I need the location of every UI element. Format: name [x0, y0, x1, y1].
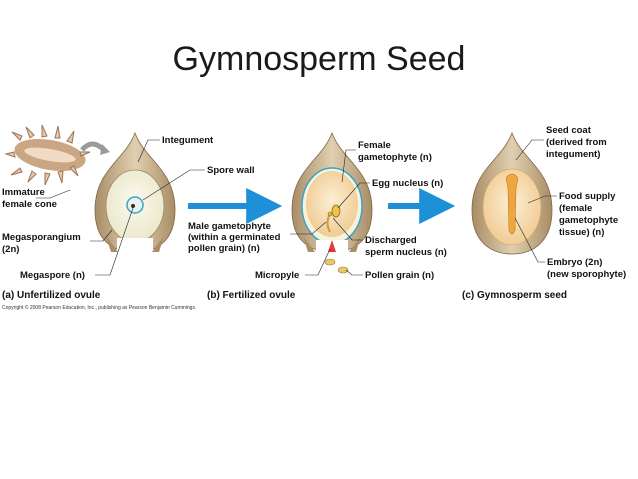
label-food-supply-1: Food supply [559, 191, 616, 202]
copyright-notice: Copyright © 2008 Pearson Education, Inc.… [2, 304, 196, 311]
label-female-gametophyte-1: Female [358, 140, 391, 151]
label-megasporangium-1: Megasporangium [2, 232, 81, 243]
label-immature-cone-2: female cone [2, 199, 57, 210]
label-embryo-1: Embryo (2n) [547, 257, 602, 268]
label-seed-coat-1: Seed coat [546, 125, 592, 136]
leader-lines [36, 139, 557, 276]
label-integument: Integument [162, 135, 214, 146]
label-discharged-2: sperm nucleus (n) [365, 247, 447, 258]
caption-a: (a) Unfertilized ovule [2, 290, 101, 301]
label-food-supply-4: tissue) (n) [559, 227, 604, 238]
label-male-gametophyte-3: pollen grain) (n) [188, 243, 260, 254]
label-male-gametophyte-1: Male gametophyte [188, 221, 271, 232]
label-micropyle: Micropyle [255, 270, 299, 281]
label-megaspore: Megaspore (n) [20, 270, 85, 281]
label-food-supply-2: (female [559, 203, 592, 214]
label-female-gametophyte-2: gametophyte (n) [358, 152, 432, 163]
label-embryo-2: (new sporophyte) [547, 269, 626, 280]
label-seed-coat-2: (derived from [546, 137, 607, 148]
label-egg-nucleus: Egg nucleus (n) [372, 178, 443, 189]
label-male-gametophyte-2: (within a germinated [188, 232, 281, 243]
label-seed-coat-3: integument) [546, 149, 600, 160]
label-megasporangium-2: (2n) [2, 244, 19, 255]
fertilized-ovule [291, 131, 373, 274]
label-food-supply-3: gametophyte [559, 215, 618, 226]
immature-female-cone [4, 124, 110, 186]
unfertilized-ovule [94, 131, 176, 256]
caption-b: (b) Fertilized ovule [207, 290, 296, 301]
label-pollen-grain: Pollen grain (n) [365, 270, 434, 281]
gymnosperm-seed [471, 131, 553, 255]
label-immature-cone-1: Immature [2, 187, 45, 198]
label-discharged-1: Discharged [365, 235, 417, 246]
caption-c: (c) Gymnosperm seed [462, 290, 567, 301]
label-spore-wall: Spore wall [207, 165, 255, 176]
slide-title: Gymnosperm Seed [172, 40, 466, 78]
